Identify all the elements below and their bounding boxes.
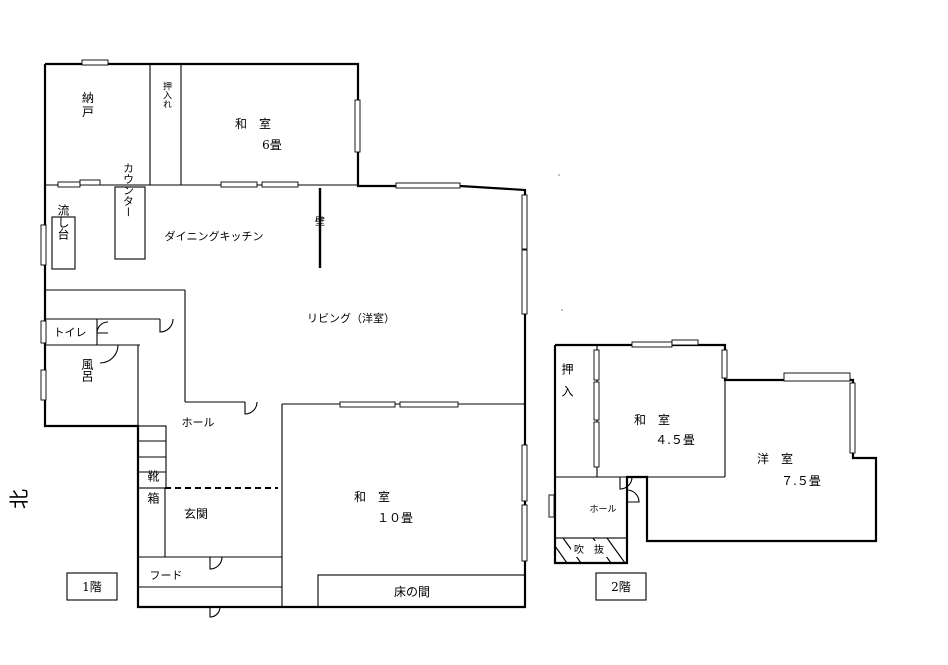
stairwell-label-bg xyxy=(571,541,607,557)
counter-box xyxy=(114,186,146,260)
window xyxy=(671,339,699,346)
label-tokonoma: 床の間 xyxy=(394,585,430,599)
door-arc xyxy=(244,401,258,415)
stairwell-hatch xyxy=(554,545,568,564)
window xyxy=(40,320,47,344)
label-counter: カウンター xyxy=(122,162,135,217)
stairwell-box xyxy=(554,537,628,564)
north-label: 北 xyxy=(7,489,31,509)
label-hood: フード xyxy=(150,569,183,582)
label-washitsu45: 和 室 xyxy=(634,412,670,427)
window xyxy=(79,179,101,186)
window xyxy=(57,181,81,188)
window xyxy=(521,194,528,250)
label-youshitsu75-size: ７.５畳 xyxy=(781,474,821,488)
label-closet-1: 納 xyxy=(82,91,94,105)
label-wall: 壁 xyxy=(315,215,325,228)
label-oshiire: 押入れ xyxy=(161,80,172,108)
floor2-label-box xyxy=(595,572,647,601)
window xyxy=(783,372,851,382)
tokonoma-box xyxy=(317,574,526,608)
window xyxy=(81,59,109,66)
floor1-plan: 納 戸 押入れ 和 室 6畳 カウンター ダイニングキッチン 壁 流し台 リビン… xyxy=(40,59,528,618)
window xyxy=(40,224,47,266)
window xyxy=(521,444,528,502)
window xyxy=(261,181,299,188)
window xyxy=(220,181,258,188)
speck xyxy=(558,174,560,176)
window xyxy=(521,504,528,562)
label-washitsu10: 和 室 xyxy=(354,489,390,504)
window xyxy=(521,249,528,315)
door-arc xyxy=(99,344,119,364)
label-closet-2: 戸 xyxy=(82,105,94,119)
window xyxy=(339,401,396,408)
label-oshiire2: 押入 xyxy=(560,363,574,407)
floor1-outer-wall xyxy=(43,62,527,609)
window xyxy=(593,421,600,468)
floor2-plan: 押入 和 室 ４.５畳 洋 室 ７.５畳 ホール 吹 抜 2階 xyxy=(548,339,878,601)
door-arc xyxy=(209,606,221,618)
label-washitsu6-size: 6畳 xyxy=(262,138,282,152)
speck xyxy=(561,309,563,311)
label-hall2: ホール xyxy=(589,504,616,515)
label-washitsu6: 和 室 xyxy=(235,116,271,131)
door-arc xyxy=(209,556,223,570)
label-shoe-box: 靴箱 xyxy=(146,470,160,514)
door-arc xyxy=(626,489,640,503)
label-dining-kitchen: ダイニングキッチン xyxy=(165,229,264,243)
window xyxy=(548,494,555,518)
window xyxy=(593,381,600,421)
window xyxy=(631,341,673,348)
label-stairwell: 吹 抜 xyxy=(574,543,604,556)
window xyxy=(593,349,600,381)
label-toilet: トイレ xyxy=(54,326,87,339)
window xyxy=(395,182,461,189)
label-washitsu45-size: ４.５畳 xyxy=(655,433,695,447)
stairwell-hatch xyxy=(606,537,626,564)
window xyxy=(849,382,856,454)
floor1-label: 1階 xyxy=(82,579,102,594)
label-bath: 風呂 xyxy=(80,358,94,382)
door-arc xyxy=(96,321,109,334)
window xyxy=(721,349,728,379)
window xyxy=(40,369,47,401)
window xyxy=(399,401,459,408)
door-arc xyxy=(619,476,633,490)
label-youshitsu75: 洋 室 xyxy=(757,451,793,466)
window xyxy=(354,99,361,153)
floor1-label-box xyxy=(66,572,118,601)
label-entrance: 玄関 xyxy=(184,506,208,521)
label-living: リビング（洋室） xyxy=(307,311,395,325)
label-washitsu10-size: １０畳 xyxy=(377,511,413,525)
label-sink: 流し台 xyxy=(56,204,70,240)
sink-box xyxy=(51,216,76,270)
floor2-label: 2階 xyxy=(611,579,631,594)
door-arc xyxy=(159,318,174,333)
label-hall: ホール xyxy=(182,416,215,429)
